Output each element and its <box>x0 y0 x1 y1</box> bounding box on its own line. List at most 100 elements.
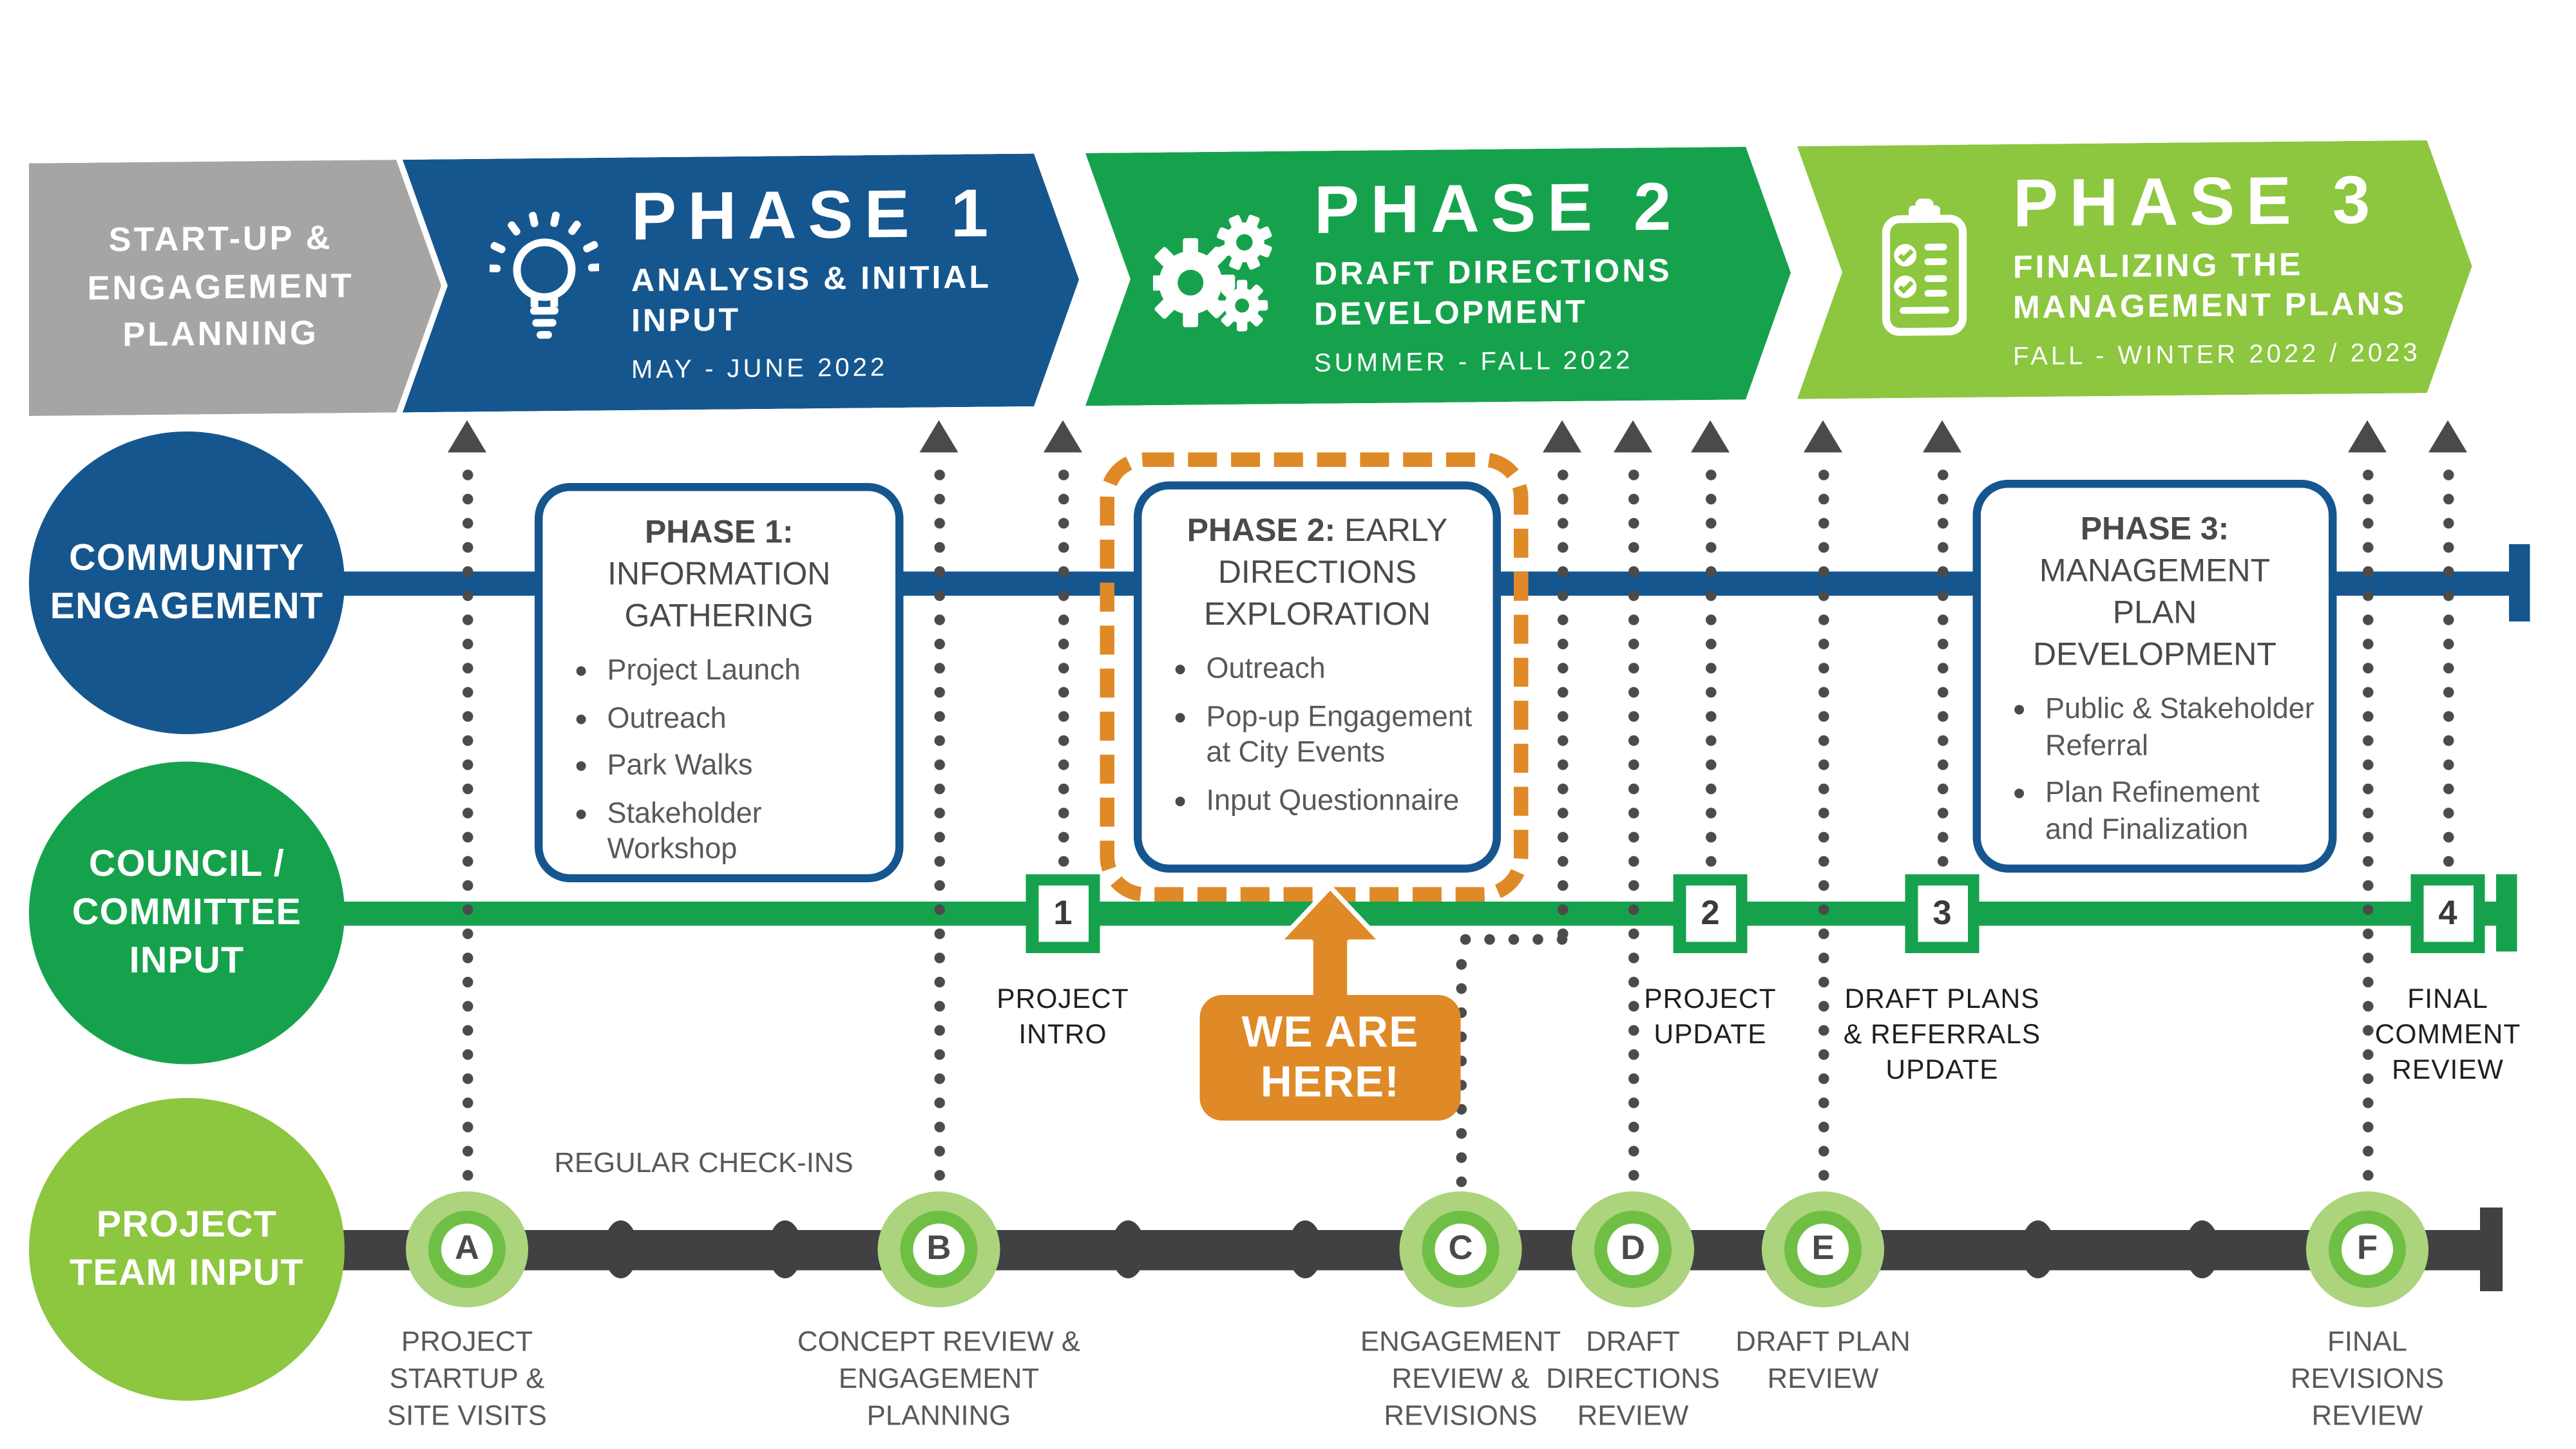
list-item: Pop-up Engagement at City Events <box>1174 695 1480 771</box>
lightbulb-icon <box>490 209 599 360</box>
clipboard-icon <box>1868 194 1981 348</box>
dotted-connector-a <box>459 464 475 1188</box>
team-milestone-d-label: DRAFT DIRECTIONS REVIEW <box>1546 1325 1720 1432</box>
list-item: Input Questionnaire <box>1174 779 1480 822</box>
milestone-letter: D <box>1594 1211 1672 1288</box>
dotted-connector-e <box>1815 464 1831 1188</box>
milestone-letter: F <box>2329 1211 2406 1288</box>
we-are-here-label: WE ARE HERE! <box>1241 1007 1419 1106</box>
dotted-connector-d <box>1625 464 1641 1188</box>
community-engagement-label: COMMUNITY ENGAGEMENT <box>50 536 324 627</box>
dotted-connector-marker-4 <box>2440 464 2456 879</box>
startup-chevron: START-UP & ENGAGEMENT PLANNING <box>29 159 441 416</box>
team-milestone-a: A <box>406 1191 528 1307</box>
milestone-letter: E <box>1784 1211 1862 1288</box>
phase-2-box-heading-bold: PHASE 2: <box>1187 513 1336 549</box>
phase-1-box-heading-bold: PHASE 1: <box>644 515 794 551</box>
council-marker-2: 2 <box>1673 874 1748 953</box>
phase-1-title: PHASE 1 <box>631 174 1000 254</box>
team-milestone-d: D <box>1572 1191 1694 1307</box>
up-arrow-icon <box>1691 420 1730 453</box>
council-marker-4: 4 <box>2410 874 2485 953</box>
phase-2-chevron: PHASE 2 DRAFT DIRECTIONS DEVELOPMENT SUM… <box>1085 146 1791 406</box>
list-item: Plan Refinement and Finalization <box>2013 772 2316 848</box>
list-item: Outreach <box>1174 647 1480 690</box>
community-timeline-end <box>2509 544 2530 621</box>
dotted-connector-marker-3 <box>1934 464 1950 879</box>
phase-2-detail-box: PHASE 2: EARLY DIRECTIONS EXPLORATION Ou… <box>1134 481 1501 873</box>
phase-3-title: PHASE 3 <box>2013 160 2381 240</box>
phase-3-box-heading: PHASE 3: MANAGEMENT PLAN DEVELOPMENT <box>1981 509 2329 676</box>
phase-1-detail-box: PHASE 1: INFORMATION GATHERING Project L… <box>535 483 904 882</box>
current-phase-highlight <box>1100 452 1529 902</box>
team-milestone-e-label: DRAFT PLAN REVIEW <box>1735 1325 1911 1395</box>
we-are-here-arrow-icon <box>1250 884 1411 1009</box>
phase-2-dates: SUMMER - FALL 2022 <box>1314 346 1634 377</box>
project-team-label: PROJECT TEAM INPUT <box>70 1202 304 1293</box>
council-committee-circle: COUNCIL / COMMITTEE INPUT <box>29 761 345 1065</box>
checkin-dot <box>1287 1220 1322 1278</box>
up-arrow-icon <box>1614 420 1652 453</box>
council-marker-4-label: FINAL COMMENT REVIEW <box>2374 983 2521 1086</box>
council-marker-1-label: PROJECT INTRO <box>997 983 1129 1050</box>
dotted-connector-marker-2 <box>1703 464 1718 879</box>
dotted-connector-f <box>2360 464 2375 1188</box>
community-engagement-circle: COMMUNITY ENGAGEMENT <box>29 431 345 734</box>
team-timeline <box>177 1230 2486 1271</box>
up-arrow-icon <box>2348 420 2387 453</box>
up-arrow-icon <box>1923 420 1961 453</box>
phase-1-box-heading: PHASE 1: INFORMATION GATHERING <box>543 512 896 638</box>
phase-3-box-heading-bold: PHASE 3: <box>2080 512 2229 547</box>
team-milestone-b: B <box>877 1191 1000 1307</box>
council-committee-label: COUNCIL / COMMITTEE INPUT <box>72 842 302 981</box>
phase-3-box-heading-rest: MANAGEMENT PLAN DEVELOPMENT <box>2033 554 2276 673</box>
checkin-dot <box>767 1220 801 1278</box>
milestone-letter: C <box>1422 1211 1500 1288</box>
phase-3-dates: FALL - WINTER 2022 / 2023 <box>2013 339 2421 371</box>
checkin-dot <box>603 1220 637 1278</box>
phase-2-box-heading: PHASE 2: EARLY DIRECTIONS EXPLORATION <box>1142 511 1493 636</box>
list-item: Park Walks <box>575 744 883 787</box>
team-milestone-e: E <box>1762 1191 1884 1307</box>
council-marker-2-label: PROJECT UPDATE <box>1644 983 1777 1050</box>
up-arrow-icon <box>919 420 959 453</box>
milestone-letter: A <box>428 1211 506 1288</box>
team-milestone-f-label: FINAL REVISIONS REVIEW <box>2290 1325 2445 1432</box>
team-milestone-b-label: CONCEPT REVIEW & ENGAGEMENT PLANNING <box>797 1325 1081 1432</box>
up-arrow-icon <box>2428 420 2467 453</box>
marker-number: 2 <box>1685 886 1735 942</box>
team-milestone-a-label: PROJECT STARTUP & SITE VISITS <box>386 1325 547 1432</box>
phase-2-title: PHASE 2 <box>1314 167 1683 247</box>
marker-number: 4 <box>2423 886 2473 942</box>
council-timeline-end <box>2496 874 2517 952</box>
marker-number: 1 <box>1038 886 1088 942</box>
up-arrow-icon <box>1543 420 1581 453</box>
startup-label: START-UP & ENGAGEMENT PLANNING <box>87 220 354 355</box>
up-arrow-icon <box>1804 420 1842 453</box>
phase-1-box-heading-rest: INFORMATION GATHERING <box>607 557 831 634</box>
phase-1-chevron: PHASE 1 ANALYSIS & INITIAL INPUT MAY - J… <box>403 153 1079 413</box>
phase-1-subtitle: ANALYSIS & INITIAL INPUT <box>631 259 992 339</box>
phase-2-box-heading-rest: EARLY DIRECTIONS EXPLORATION <box>1204 513 1448 633</box>
list-item: Stakeholder Workshop <box>575 791 883 867</box>
council-marker-3: 3 <box>1905 874 1980 953</box>
marker-number: 3 <box>1917 886 1967 942</box>
milestone-letter: B <box>900 1211 978 1288</box>
dotted-connector-b <box>931 464 946 1188</box>
we-are-here-callout: WE ARE HERE! <box>1199 995 1461 1121</box>
list-item: Project Launch <box>575 649 883 692</box>
dotted-connector-c-elbow <box>1454 932 1570 947</box>
team-timeline-end <box>2480 1208 2503 1291</box>
phase-3-chevron: PHASE 3 FINALIZING THE MANAGEMENT PLANS … <box>1797 140 2472 399</box>
gears-icon <box>1153 209 1282 347</box>
team-milestone-f: F <box>2306 1191 2428 1307</box>
checkin-dot <box>2184 1220 2218 1278</box>
phase-1-dates: MAY - JUNE 2022 <box>631 354 888 384</box>
phase-3-subtitle: FINALIZING THE MANAGEMENT PLANS <box>2013 247 2407 326</box>
council-marker-1: 1 <box>1026 874 1100 953</box>
project-team-circle: PROJECT TEAM INPUT <box>29 1098 345 1401</box>
phase-2-subtitle: DRAFT DIRECTIONS DEVELOPMENT <box>1314 252 1672 332</box>
up-arrow-icon <box>1044 420 1082 453</box>
